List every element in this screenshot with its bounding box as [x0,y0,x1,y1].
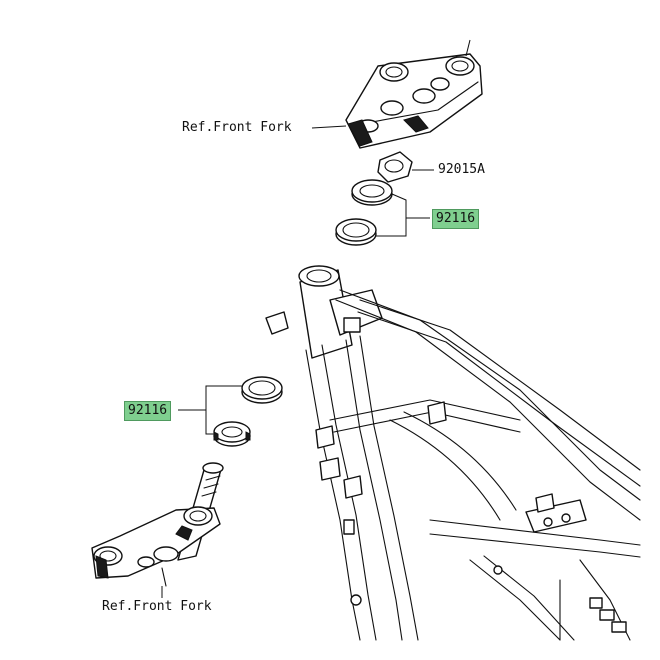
callout-92116-top: 92116 [432,209,480,229]
upper-bearing-rings [335,179,393,246]
leader-lines [161,125,434,598]
lower-triple-clamp [91,462,224,587]
callout-ref-front-fork-bottom: Ref.Front Fork [102,599,212,614]
callout-92116-left: 92116 [124,401,172,421]
steering-stem-nut [377,151,413,183]
motorcycle-frame [265,265,641,641]
callout-92015a: 92015A [438,162,485,177]
callout-ref-front-fork-top: Ref.Front Fork [182,120,292,135]
lower-bearing-rings [213,376,283,447]
upper-triple-clamp [345,39,483,149]
